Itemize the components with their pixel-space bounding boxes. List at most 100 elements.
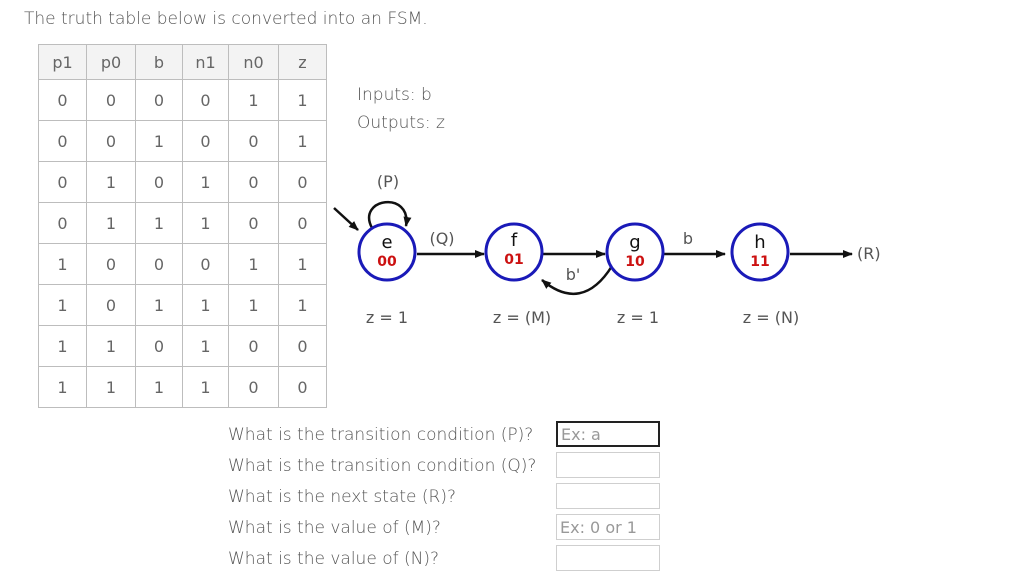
table-cell: 1	[228, 284, 279, 326]
table-cell: 1	[278, 120, 327, 162]
state-e-output: z = 1	[366, 308, 408, 327]
state-e-circle	[357, 222, 417, 282]
self-loop-arrow	[368, 201, 412, 229]
inputs-label: Inputs: b	[357, 85, 432, 105]
table-cell: 0	[38, 79, 87, 121]
question-m: What is the value of (M)?	[228, 514, 668, 545]
table-cell: 1	[135, 366, 183, 408]
question-r: What is the next state (R)?	[228, 483, 668, 514]
state-e-name: e	[381, 232, 392, 253]
table-cell: 0	[278, 366, 327, 408]
state-h-circle	[730, 222, 790, 282]
table-row: 1 1 1 1 0 0	[38, 366, 327, 408]
table-cell: 0	[135, 243, 183, 285]
question-n-label: What is the value of (N)?	[228, 549, 439, 569]
table-cell: 0	[182, 243, 229, 285]
table-cell: 1	[278, 79, 327, 121]
header-p0: p0	[86, 44, 136, 80]
table-cell: 0	[228, 202, 279, 244]
state-g: g 10	[605, 222, 665, 282]
header-n1: n1	[182, 44, 229, 80]
state-h-code: 11	[750, 254, 769, 270]
state-h-name: h	[754, 232, 765, 253]
table-cell: 0	[228, 325, 279, 367]
answer-m-input[interactable]	[556, 514, 660, 540]
table-cell: 0	[135, 161, 183, 203]
start-arrow	[333, 207, 359, 231]
table-cell: 0	[228, 366, 279, 408]
question-n: What is the value of (N)?	[228, 545, 668, 576]
header-b: b	[135, 44, 183, 80]
state-f-code: 01	[504, 252, 523, 268]
state-g-code: 10	[625, 254, 645, 270]
table-row: 1 1 0 1 0 0	[38, 325, 327, 367]
table-cell: 1	[86, 161, 136, 203]
h-out-label: (R)	[857, 244, 881, 263]
table-cell: 0	[135, 325, 183, 367]
state-g-name: g	[629, 232, 640, 253]
table-cell: 0	[86, 79, 136, 121]
table-cell: 1	[86, 366, 136, 408]
table-cell: 0	[86, 243, 136, 285]
state-f-circle	[484, 222, 544, 282]
question-p-label: What is the transition condition (P)?	[228, 425, 534, 445]
table-cell: 1	[135, 120, 183, 162]
truth-table: p1 p0 b n1 n0 z 0 0 0 0 1 1 0 0 1 0 0 1 …	[38, 44, 327, 408]
self-loop-label: (P)	[377, 172, 399, 191]
table-cell: 1	[182, 202, 229, 244]
outputs-label: Outputs: z	[357, 113, 445, 133]
state-g-output: z = 1	[617, 308, 659, 327]
question-q-label: What is the transition condition (Q)?	[228, 456, 537, 476]
table-cell: 1	[182, 325, 229, 367]
answer-r-input[interactable]	[556, 483, 660, 509]
table-row: 0 0 0 0 1 1	[38, 79, 327, 121]
table-row: 0 1 0 1 0 0	[38, 161, 327, 203]
question-q: What is the transition condition (Q)?	[228, 452, 668, 483]
header-p1: p1	[38, 44, 87, 80]
table-cell: 1	[38, 284, 87, 326]
table-cell: 0	[86, 120, 136, 162]
state-f: f 01	[484, 222, 544, 282]
answer-q-input[interactable]	[556, 452, 660, 478]
state-h-output: z = (N)	[743, 308, 799, 327]
table-cell: 0	[135, 79, 183, 121]
g-to-h-label: b	[683, 229, 693, 248]
table-row: 1 0 1 1 1 1	[38, 284, 327, 326]
truth-table-header: p1 p0 b n1 n0 z	[38, 44, 327, 80]
state-f-name: f	[511, 230, 518, 251]
state-e-code: 00	[377, 254, 397, 270]
question-r-label: What is the next state (R)?	[228, 487, 456, 507]
table-cell: 1	[38, 325, 87, 367]
question-m-label: What is the value of (M)?	[228, 518, 441, 538]
table-cell: 0	[228, 161, 279, 203]
table-cell: 0	[278, 325, 327, 367]
table-cell: 1	[182, 366, 229, 408]
answer-n-input[interactable]	[556, 545, 660, 571]
table-cell: 1	[135, 202, 183, 244]
g-to-f-label: b'	[566, 265, 581, 284]
questions-form: What is the transition condition (P)? Wh…	[228, 421, 668, 576]
table-cell: 1	[86, 202, 136, 244]
state-f-output: z = (M)	[493, 308, 551, 327]
table-row: 0 0 1 0 0 1	[38, 120, 327, 162]
answer-p-input[interactable]	[556, 421, 660, 447]
e-to-f-label: (Q)	[429, 229, 454, 248]
table-cell: 0	[278, 161, 327, 203]
table-cell: 1	[38, 366, 87, 408]
g-to-f-arrow	[541, 265, 614, 296]
state-g-circle	[605, 222, 665, 282]
header-z: z	[278, 44, 327, 80]
header-n0: n0	[228, 44, 279, 80]
table-cell: 0	[182, 120, 229, 162]
table-cell: 1	[182, 161, 229, 203]
table-cell: 1	[182, 284, 229, 326]
intro-text: The truth table below is converted into …	[24, 9, 428, 29]
table-row: 0 1 1 1 0 0	[38, 202, 327, 244]
table-cell: 0	[182, 79, 229, 121]
table-row: 1 0 0 0 1 1	[38, 243, 327, 285]
table-cell: 1	[38, 243, 87, 285]
question-p: What is the transition condition (P)?	[228, 421, 668, 452]
table-cell: 1	[86, 325, 136, 367]
table-cell: 0	[38, 202, 87, 244]
state-h: h 11	[730, 222, 790, 282]
